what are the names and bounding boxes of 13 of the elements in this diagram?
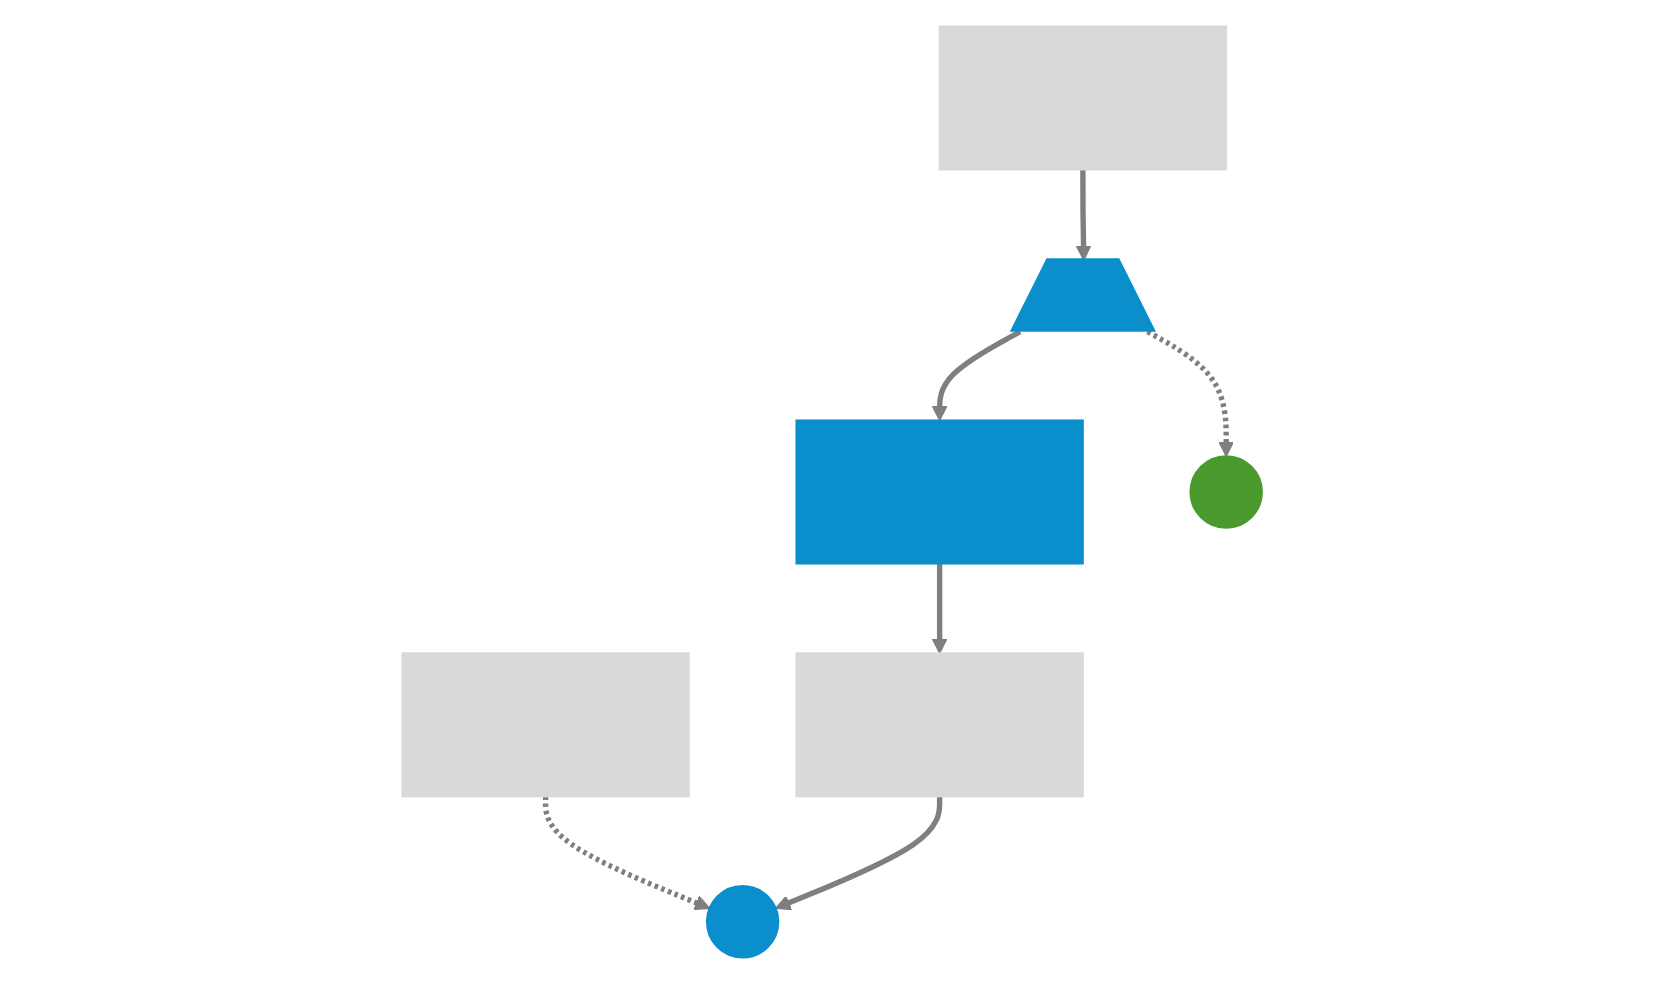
node-box [401,652,690,798]
node-box [795,419,1084,565]
arrow [1075,169,1092,261]
node-picture [1009,258,1156,332]
arrow [931,329,1022,422]
node-box [795,652,1084,798]
node-circle [1189,455,1263,529]
arrow [1146,329,1234,457]
node-circle [705,885,780,959]
arrow [542,796,710,911]
arrow [931,563,948,654]
arrow [774,796,943,911]
node-box [938,25,1227,171]
